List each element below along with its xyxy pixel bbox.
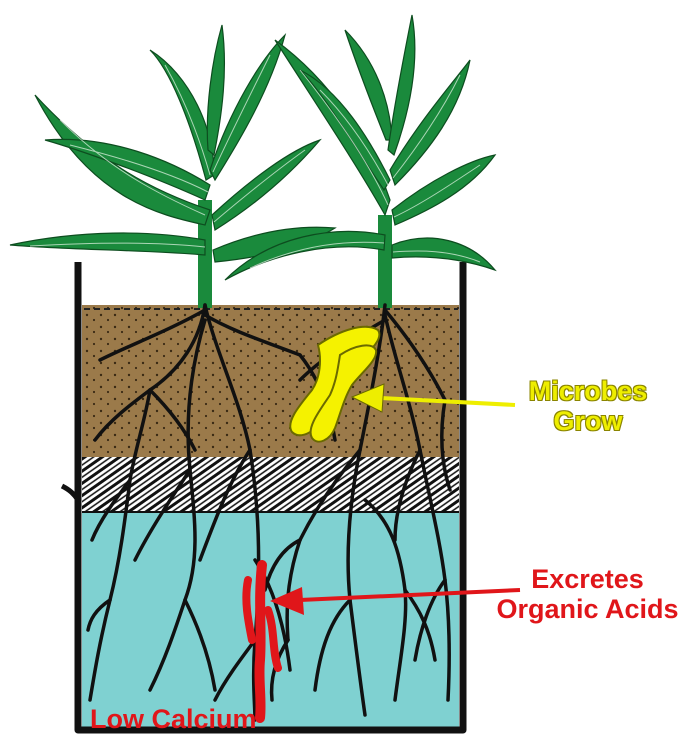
hatched-layer (82, 457, 459, 512)
low-calcium-label: Low Calcium (90, 704, 257, 734)
excretes-label: Excretes Organic Acids (480, 564, 695, 624)
microbes-label-line2: Grow (508, 406, 668, 436)
microbes-label-line1: Microbes (508, 376, 668, 406)
excretes-label-line2: Organic Acids (480, 594, 695, 624)
right-stem (378, 215, 392, 308)
excretes-label-line1: Excretes (480, 564, 695, 594)
microbes-label: Microbes Grow (508, 376, 668, 436)
leaf (275, 40, 390, 215)
leaf (207, 25, 224, 155)
leaf (388, 15, 415, 155)
plant-foliage (10, 15, 495, 308)
leaf (392, 238, 495, 270)
leaf (10, 233, 205, 255)
